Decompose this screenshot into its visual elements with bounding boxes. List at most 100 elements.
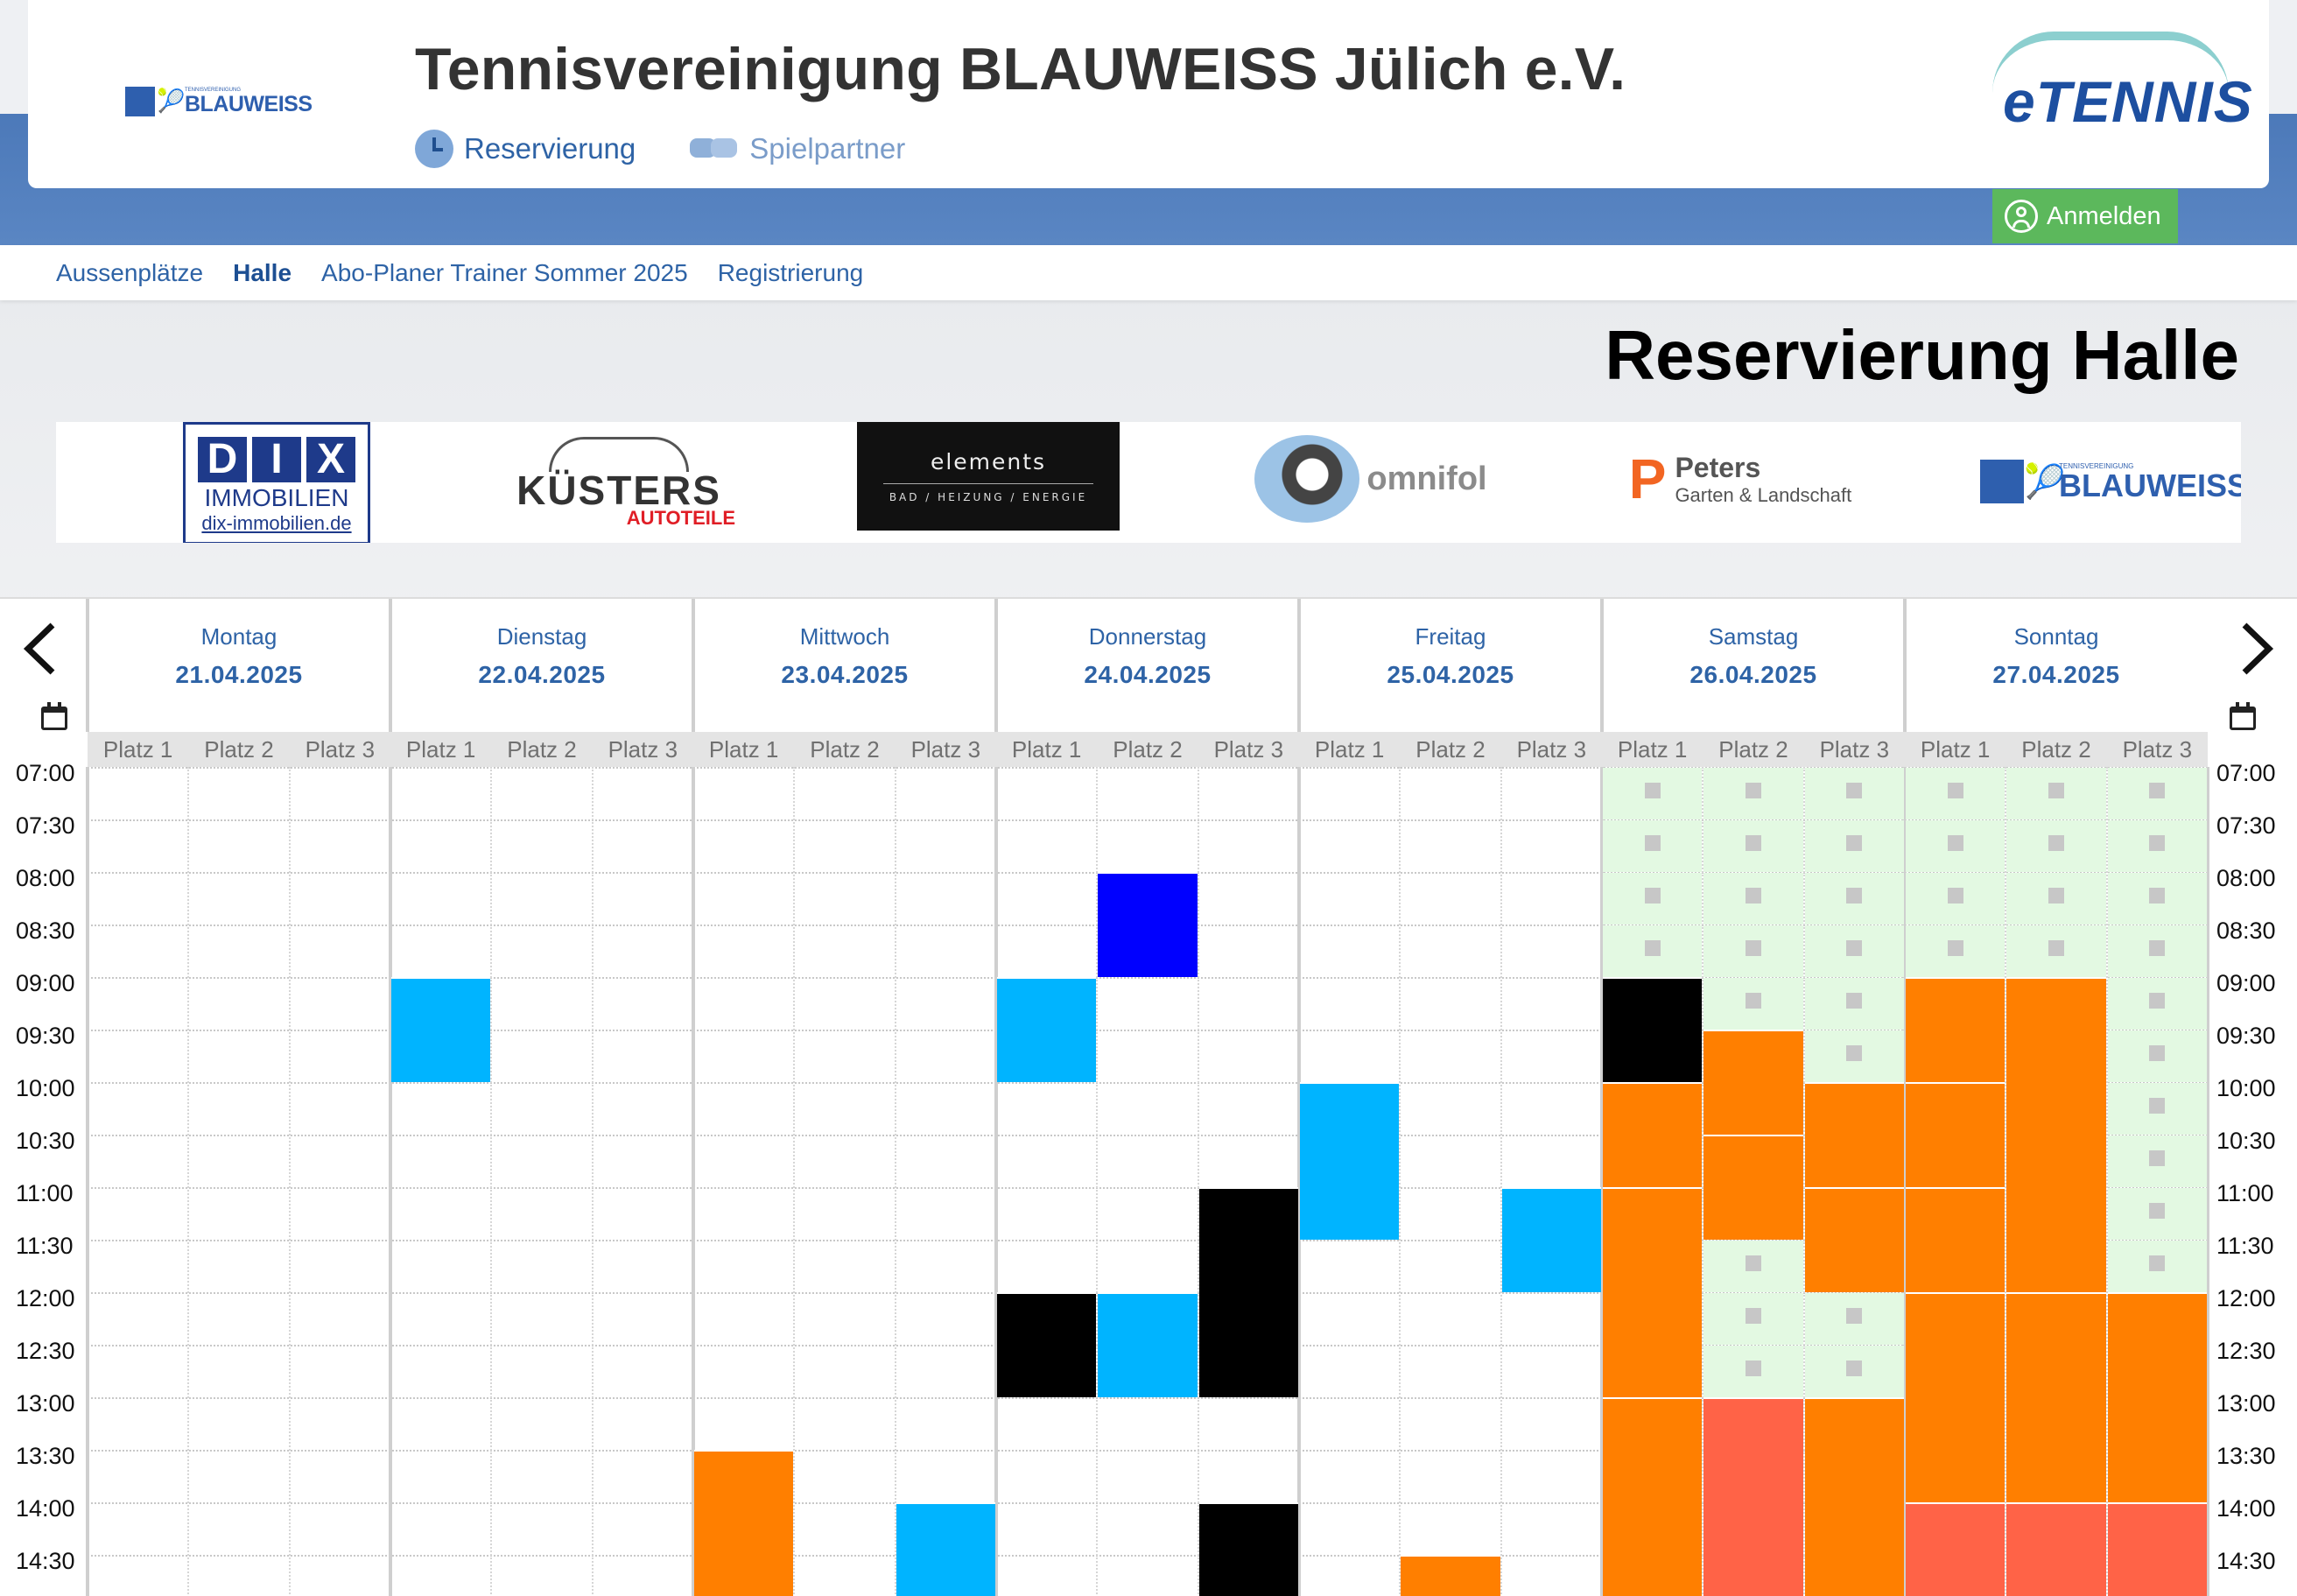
prev-week-button[interactable] <box>12 618 74 679</box>
booking-block[interactable] <box>896 1502 995 1596</box>
free-slot[interactable] <box>2107 925 2207 977</box>
etennis-logo[interactable]: eTENNIS <box>1989 26 2252 134</box>
sponsor-blauweiss-logo[interactable]: 🎾 TENNISVEREINIGUNG BLAUWEISS <box>1980 455 2241 508</box>
free-slot[interactable] <box>1703 873 1803 925</box>
sponsor-omnifol-logo[interactable]: omnifol <box>1231 431 1511 527</box>
booking-block[interactable] <box>694 1450 794 1596</box>
booking-block[interactable] <box>1804 1187 1904 1292</box>
free-slot[interactable] <box>1804 873 1904 925</box>
booking-block[interactable] <box>1098 1292 1198 1397</box>
free-slot[interactable] <box>2107 820 2207 872</box>
calendar-icon[interactable] <box>40 702 68 730</box>
sponsor-kuesters-logo[interactable]: KÜSTERS AUTOTEILE <box>492 431 746 536</box>
free-slot[interactable] <box>2006 820 2106 872</box>
calendar-icon[interactable] <box>2229 702 2257 730</box>
booking-block[interactable] <box>1300 1082 1400 1240</box>
blauweiss-square <box>1980 460 2024 503</box>
booking-block[interactable] <box>1906 1187 2005 1292</box>
booking-block[interactable] <box>997 977 1097 1082</box>
subnav-halle[interactable]: Halle <box>233 258 292 286</box>
booking-block[interactable] <box>1603 1187 1703 1397</box>
nav-spielpartner[interactable]: Spielpartner <box>690 132 905 165</box>
free-slot[interactable] <box>2107 1083 2207 1135</box>
free-slot[interactable] <box>1804 978 1904 1030</box>
next-week-button[interactable] <box>2223 618 2285 679</box>
free-slot[interactable] <box>1603 873 1703 925</box>
free-slot[interactable] <box>1804 1293 1904 1345</box>
nav-reservierung[interactable]: Reservierung <box>415 130 636 168</box>
booking-block[interactable] <box>1603 977 1703 1082</box>
booking-block[interactable] <box>2006 1502 2106 1596</box>
free-slot[interactable] <box>1703 1346 1803 1397</box>
free-slot[interactable] <box>1804 925 1904 977</box>
free-slot[interactable] <box>1906 925 2005 977</box>
free-slot[interactable] <box>2107 1030 2207 1082</box>
free-slot[interactable] <box>1703 768 1803 819</box>
free-slot[interactable] <box>2006 768 2106 819</box>
subnav-registrierung[interactable]: Registrierung <box>717 258 864 286</box>
grid-column-line <box>591 767 594 1596</box>
free-slot[interactable] <box>1703 820 1803 872</box>
free-slot[interactable] <box>1703 925 1803 977</box>
booking-block[interactable] <box>1703 1397 1803 1596</box>
booking-block[interactable] <box>1198 1187 1298 1397</box>
subnav-aussenplaetze[interactable]: Aussenplätze <box>56 258 204 286</box>
free-slot[interactable] <box>1603 768 1703 819</box>
booking-block[interactable] <box>1703 1030 1803 1135</box>
booking-block[interactable] <box>1401 1555 1500 1596</box>
booking-block[interactable] <box>2107 1502 2207 1596</box>
free-slot[interactable] <box>1603 820 1703 872</box>
sponsor-elements-logo[interactable]: elements BAD / HEIZUNG / ENERGIE <box>857 422 1120 531</box>
free-slot[interactable] <box>1703 978 1803 1030</box>
booking-block[interactable] <box>997 1292 1097 1397</box>
booking-block[interactable] <box>1603 1082 1703 1187</box>
booking-block[interactable] <box>1804 1397 1904 1596</box>
booking-block[interactable] <box>1603 1397 1703 1596</box>
free-slot[interactable] <box>1603 925 1703 977</box>
time-label: 13:30 <box>16 1443 75 1469</box>
free-slot[interactable] <box>2107 873 2207 925</box>
free-slot[interactable] <box>1703 1241 1803 1292</box>
free-slot[interactable] <box>2006 925 2106 977</box>
subnav-abo-planer[interactable]: Abo-Planer Trainer Sommer 2025 <box>321 258 688 286</box>
booking-block[interactable] <box>2006 1292 2106 1502</box>
free-slot[interactable] <box>2107 1241 2207 1292</box>
club-logo[interactable]: 🎾 TENNISVEREINIGUNG BLAUWEISS <box>125 84 349 119</box>
free-slot[interactable] <box>1906 820 2005 872</box>
booking-block[interactable] <box>1906 1502 2005 1596</box>
free-slot[interactable] <box>2107 978 2207 1030</box>
free-slot[interactable] <box>2107 1188 2207 1240</box>
free-slot[interactable] <box>1804 1346 1904 1397</box>
free-slot[interactable] <box>2107 1135 2207 1187</box>
booking-block[interactable] <box>1906 1292 2005 1502</box>
booking-block[interactable] <box>1198 1502 1298 1596</box>
booking-block[interactable] <box>1906 977 2005 1082</box>
booking-block[interactable] <box>391 977 491 1082</box>
booking-block[interactable] <box>2107 1292 2207 1502</box>
booking-block[interactable] <box>1804 1082 1904 1187</box>
login-button[interactable]: Anmelden <box>1992 189 2178 243</box>
booking-block[interactable] <box>1703 1135 1803 1240</box>
booking-block[interactable] <box>1906 1082 2005 1187</box>
free-slot[interactable] <box>1703 1293 1803 1345</box>
booking-block[interactable] <box>1098 872 1198 977</box>
sponsor-peters-logo[interactable]: P Peters Garten & Landschaft <box>1609 439 1872 518</box>
free-slot[interactable] <box>1804 1030 1904 1082</box>
booking-block[interactable] <box>2006 977 2106 1292</box>
free-slot[interactable] <box>2006 873 2106 925</box>
free-slot[interactable] <box>1906 768 2005 819</box>
free-slot[interactable] <box>1804 820 1904 872</box>
free-slot[interactable] <box>1906 873 2005 925</box>
court-header: Platz 2 <box>188 732 290 767</box>
free-slot[interactable] <box>1804 768 1904 819</box>
free-slot[interactable] <box>2107 768 2207 819</box>
booking-block[interactable] <box>1501 1187 1601 1292</box>
